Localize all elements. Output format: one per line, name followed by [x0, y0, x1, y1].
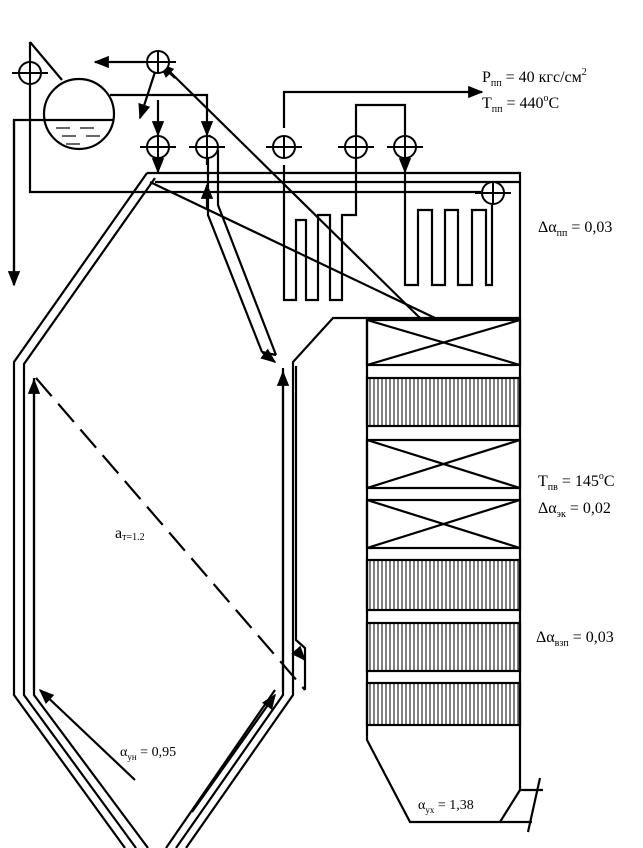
header-top	[140, 50, 176, 74]
screen-tubes	[206, 150, 307, 690]
flame-dashed-line	[35, 377, 306, 691]
label-delta-alpha-air-heater: Δαвзп = 0,03	[536, 629, 614, 649]
label-superheat-temp: Tпп = 440oC	[482, 93, 559, 115]
label-delta-alpha-superheater: Δαпп = 0,03	[538, 219, 612, 239]
boiler-roof	[147, 171, 522, 319]
label-alpha-exhaust: αух = 1,38	[418, 798, 474, 815]
header-3	[266, 135, 302, 159]
superheater-coil-1	[282, 150, 358, 302]
header-4	[338, 135, 374, 159]
label-alpha-un: αун = 0,95	[120, 745, 176, 762]
header-1	[140, 135, 176, 159]
header-right	[475, 181, 511, 205]
header-2	[189, 135, 225, 159]
economizer-stage-2	[365, 438, 522, 550]
economizer-stage-1	[365, 318, 522, 367]
header-5	[387, 135, 423, 159]
label-furnace-excess-air: aт=1.2	[115, 525, 145, 543]
label-superheat-pressure: Pпп = 40 кгс/см2	[482, 67, 587, 89]
furnace-left-wall	[12, 172, 156, 848]
label-feedwater-temp: Tпв = 145oC	[538, 471, 615, 493]
air-heater-stage-1	[365, 376, 522, 428]
boiler-drum	[42, 77, 116, 151]
header-left	[12, 61, 48, 85]
superheater-coil-2	[403, 172, 494, 287]
air-heater-stage-2	[365, 558, 522, 727]
label-delta-alpha-economizer: Δαэк = 0,02	[538, 500, 611, 520]
